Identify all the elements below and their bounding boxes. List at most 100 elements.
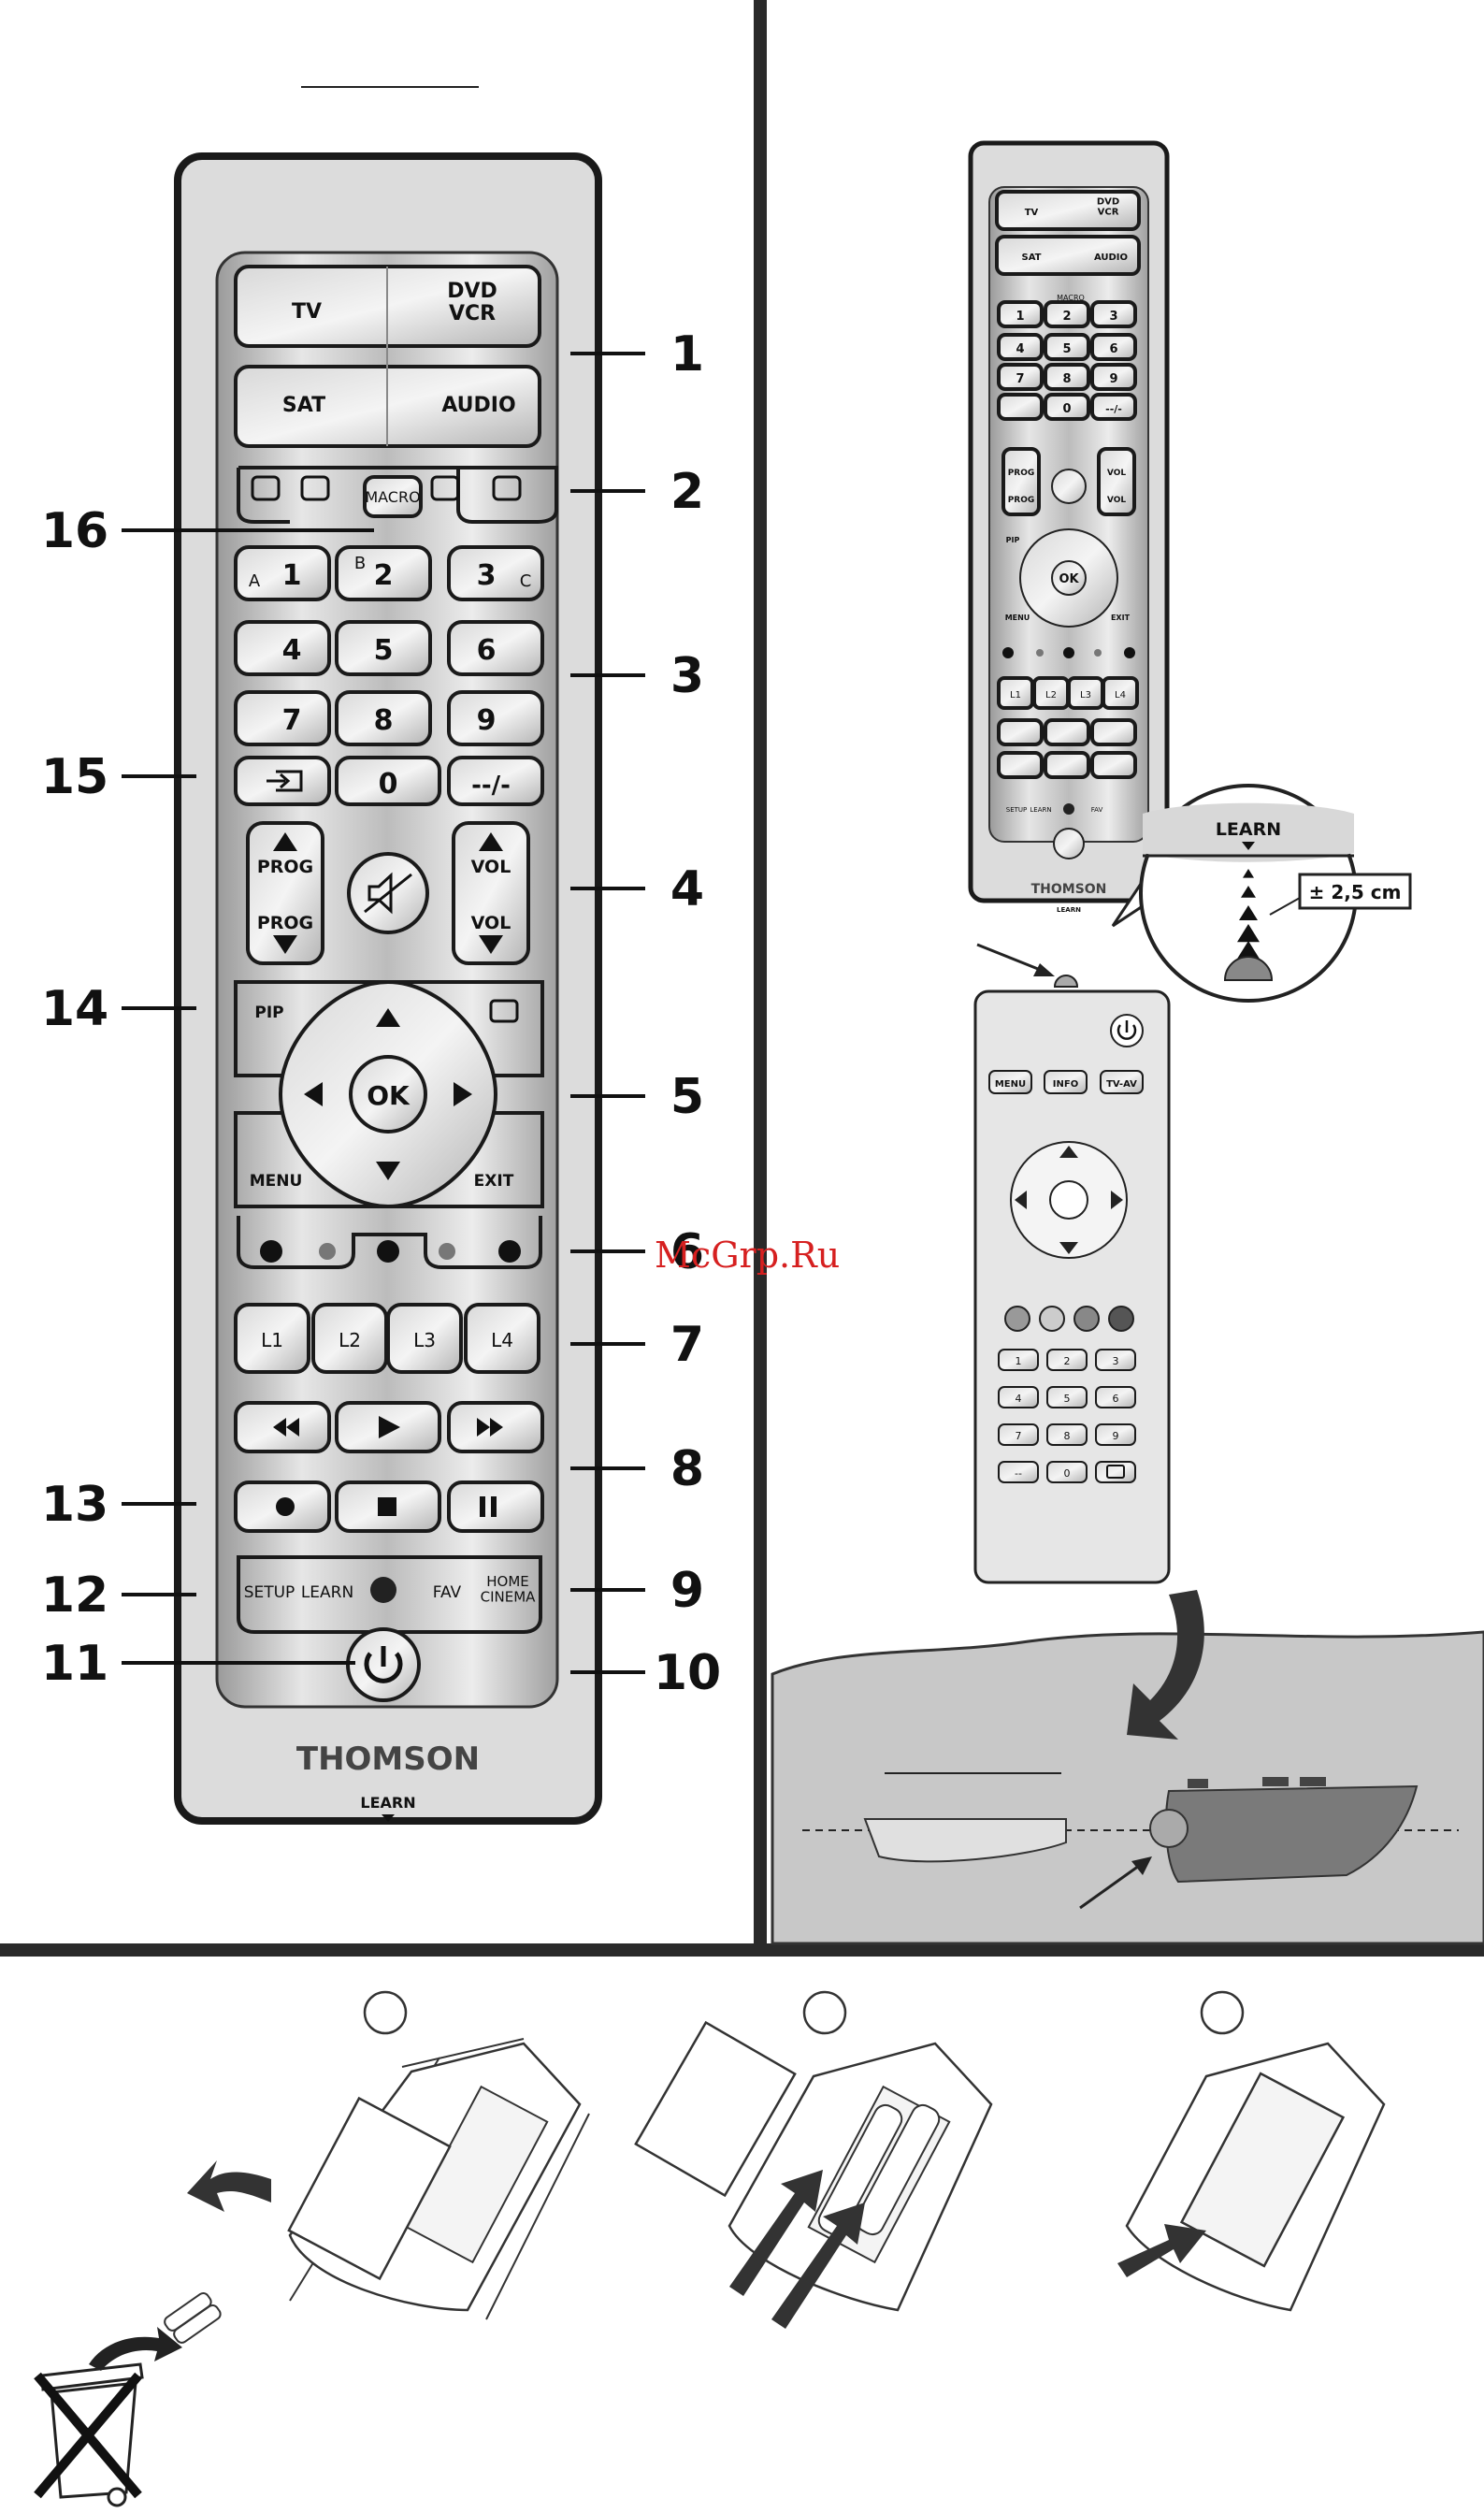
- source-digit-button[interactable]: [1046, 1386, 1088, 1408]
- source-ir-emitter: [1053, 975, 1079, 988]
- signal-triangle: [1241, 886, 1256, 898]
- digit-button-7[interactable]: [234, 690, 331, 746]
- small-color-key[interactable]: [1063, 647, 1074, 658]
- small-digit-button[interactable]: [1044, 300, 1090, 328]
- source-digit-button[interactable]: [1046, 1349, 1088, 1371]
- source-color-key[interactable]: [1073, 1306, 1100, 1332]
- small-transport-button[interactable]: [997, 751, 1044, 779]
- callout-number: 13: [41, 1477, 108, 1533]
- ir-emitter: [1223, 956, 1274, 981]
- small-digit-button[interactable]: [997, 300, 1044, 328]
- digit-letter: B: [354, 554, 366, 573]
- small-learn-key[interactable]: [1102, 676, 1139, 710]
- small-transport-button[interactable]: [1044, 718, 1090, 746]
- color-key[interactable]: [260, 1240, 282, 1263]
- dashes-button[interactable]: [447, 756, 544, 806]
- target-remote-key: [1188, 1779, 1208, 1788]
- macro-button[interactable]: [363, 475, 423, 518]
- source-digit-button[interactable]: [998, 1349, 1039, 1371]
- small-color-key[interactable]: [1124, 647, 1135, 658]
- small-color-key[interactable]: [1036, 649, 1044, 657]
- learn-key-L3[interactable]: [386, 1303, 463, 1374]
- small-prog-label: PROG: [1008, 496, 1035, 505]
- source-digit-label: 2: [1064, 1355, 1071, 1367]
- color-key[interactable]: [498, 1240, 521, 1263]
- source-digit-button[interactable]: [998, 1423, 1039, 1446]
- teletext-icon[interactable]: [430, 475, 460, 501]
- ok-button[interactable]: [349, 1055, 427, 1134]
- source-digit-button[interactable]: [998, 1461, 1039, 1483]
- digit-button-9[interactable]: [447, 690, 544, 746]
- color-key[interactable]: [319, 1243, 336, 1260]
- pip-window-icon[interactable]: [489, 999, 519, 1023]
- down-arrow-icon[interactable]: [376, 1162, 400, 1180]
- right-arrow-icon: [1117, 2224, 1206, 2277]
- digit-button-6[interactable]: [447, 620, 544, 676]
- source-teletext-button[interactable]: [1095, 1461, 1136, 1483]
- mix-icon[interactable]: [300, 475, 330, 501]
- small-digit-button[interactable]: [997, 363, 1044, 391]
- small-mute-button[interactable]: [1051, 469, 1087, 504]
- source-digit-button[interactable]: [998, 1386, 1039, 1408]
- digit-button-8[interactable]: [335, 690, 432, 746]
- small-vol-button[interactable]: [1097, 447, 1136, 516]
- source-menu-button[interactable]: [988, 1070, 1032, 1094]
- small-digit-button[interactable]: [997, 333, 1044, 361]
- color-key[interactable]: [377, 1240, 399, 1263]
- small-mode-bottom[interactable]: [995, 235, 1141, 276]
- teletext-icon[interactable]: [251, 475, 281, 501]
- source-digit-button[interactable]: [1046, 1461, 1088, 1483]
- small-digit-button[interactable]: [1044, 393, 1090, 421]
- small-mode-top[interactable]: [995, 190, 1141, 231]
- digit-button-5[interactable]: [335, 620, 432, 676]
- small-digit-button[interactable]: [1090, 333, 1137, 361]
- vol-button[interactable]: [452, 821, 530, 965]
- digit-button-1[interactable]: [234, 545, 331, 601]
- small-vol-label: VOL: [1107, 469, 1126, 478]
- small-color-key[interactable]: [1002, 647, 1014, 658]
- teletext-icon: [1106, 1465, 1125, 1479]
- small-transport-button[interactable]: [1090, 751, 1137, 779]
- source-tv-av-button[interactable]: [1100, 1070, 1144, 1094]
- prog-button[interactable]: [246, 821, 324, 965]
- small-transport-button[interactable]: [1090, 718, 1137, 746]
- source-color-key[interactable]: [1004, 1306, 1030, 1332]
- digit-button-4[interactable]: [234, 620, 331, 676]
- curved-arrow-icon: [89, 2327, 182, 2371]
- small-ok-button[interactable]: [1051, 560, 1087, 596]
- digit-label: 0: [379, 768, 398, 801]
- digit-button-3[interactable]: [447, 545, 544, 601]
- source-color-key[interactable]: [1039, 1306, 1065, 1332]
- source-digit-button[interactable]: [1095, 1423, 1136, 1446]
- small-color-key[interactable]: [1094, 649, 1102, 657]
- small-digit-button[interactable]: [1090, 300, 1137, 328]
- mute-icon: [364, 872, 412, 915]
- small-learn-key-label: L4: [1115, 690, 1126, 700]
- small-prog-button[interactable]: [1001, 447, 1041, 516]
- source-info-button[interactable]: [1044, 1070, 1088, 1094]
- learn-zoom: LEARN± 2,5 cm: [976, 784, 1412, 1003]
- setup-label: SETUP: [244, 1583, 295, 1602]
- small-transport-button[interactable]: [1044, 751, 1090, 779]
- source-color-key[interactable]: [1108, 1306, 1134, 1332]
- source-mute-button[interactable]: [1049, 1180, 1088, 1220]
- digit-button-2[interactable]: [335, 545, 432, 601]
- small-digit-button[interactable]: [1090, 393, 1137, 421]
- up-arrow-icon[interactable]: [376, 1008, 400, 1027]
- hold-icon[interactable]: [492, 475, 522, 501]
- source-digit-button[interactable]: [1046, 1423, 1088, 1446]
- right-arrow-icon[interactable]: [454, 1082, 472, 1106]
- small-digit-button[interactable]: [997, 393, 1044, 421]
- small-digit-button[interactable]: [1090, 363, 1137, 391]
- source-digit-button[interactable]: [1095, 1349, 1136, 1371]
- small-transport-button[interactable]: [997, 718, 1044, 746]
- small-digit-button[interactable]: [1044, 333, 1090, 361]
- small-digit-button[interactable]: [1044, 363, 1090, 391]
- color-key[interactable]: [439, 1243, 455, 1260]
- source-digit-button[interactable]: [1095, 1386, 1136, 1408]
- learn-key-L4[interactable]: [464, 1303, 540, 1374]
- learn-key-L1[interactable]: [234, 1303, 310, 1374]
- small-power-button[interactable]: [1053, 828, 1085, 859]
- digit-button-0[interactable]: [335, 756, 441, 806]
- left-arrow-icon[interactable]: [304, 1082, 323, 1106]
